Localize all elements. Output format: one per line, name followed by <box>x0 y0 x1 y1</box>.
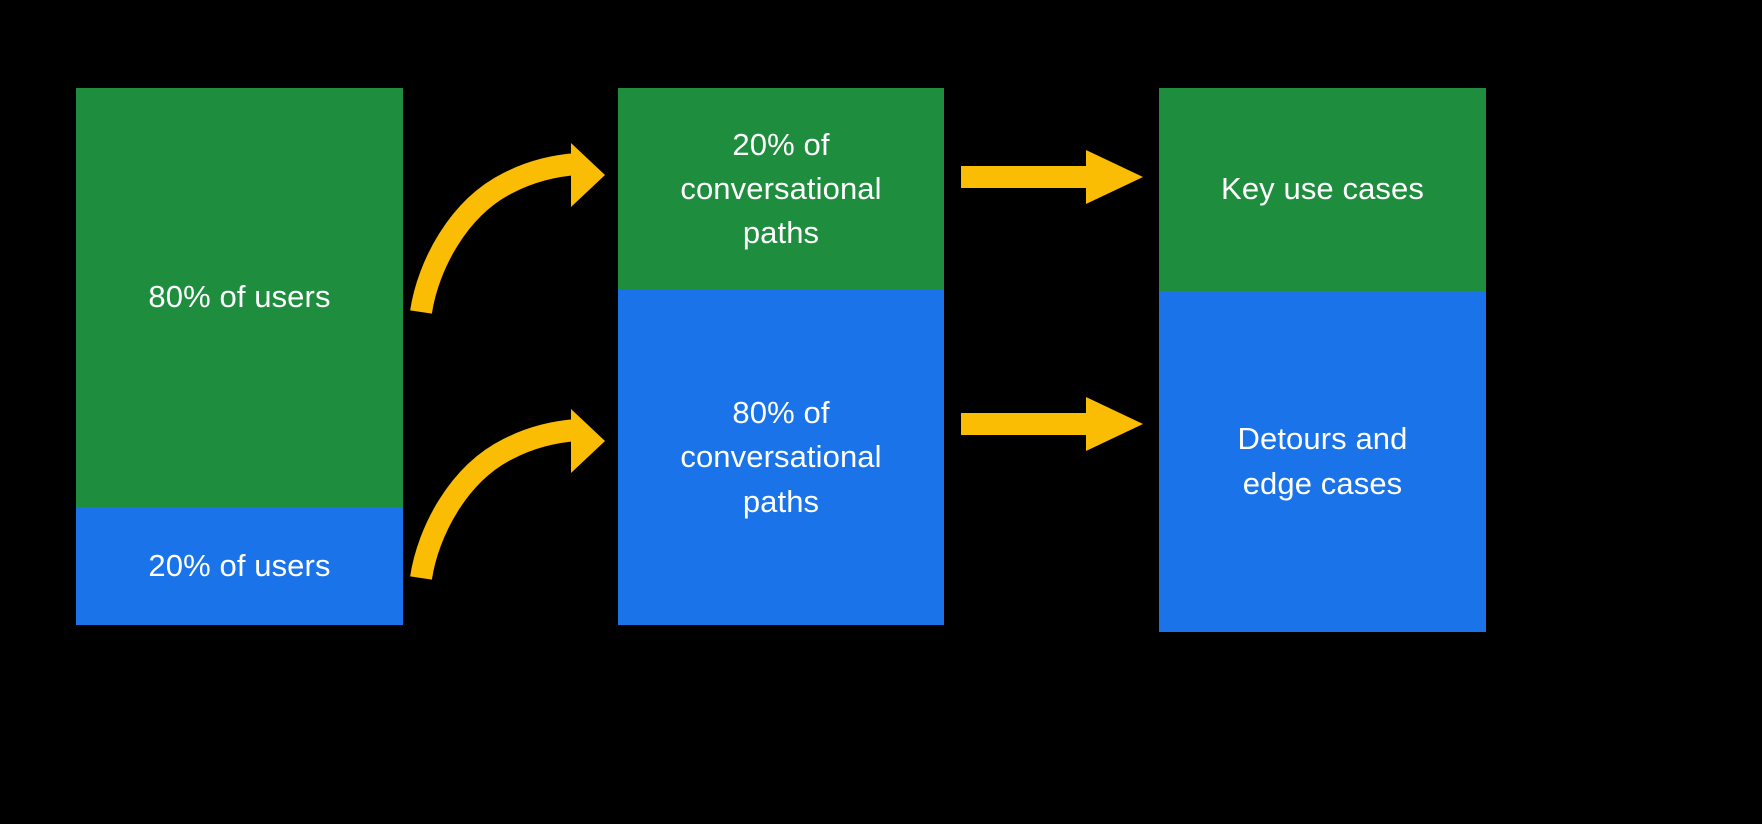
segment-paths-20-green: 20% of conversational paths <box>618 88 944 290</box>
column-conversational-paths: 20% of conversational paths 80% of conve… <box>618 88 944 625</box>
segment-detours-edge-cases-blue: Detours and edge cases <box>1159 291 1486 632</box>
column-use-cases: Key use cases Detours and edge cases <box>1159 88 1486 632</box>
segment-key-use-cases-green: Key use cases <box>1159 88 1486 291</box>
curved-arrow-up-icon <box>410 143 605 314</box>
column-users: 80% of users 20% of users <box>76 88 403 625</box>
segment-paths-80-blue: 80% of conversational paths <box>618 290 944 625</box>
segment-label: Detours and edge cases <box>1237 421 1408 501</box>
segment-label: 80% of users <box>148 279 331 315</box>
segment-label: 80% of conversational paths <box>680 395 882 519</box>
segment-users-80-green: 80% of users <box>76 88 403 507</box>
segment-label: 20% of users <box>148 547 331 583</box>
segment-label: 20% of conversational paths <box>680 126 882 251</box>
straight-arrow-right-bottom-icon <box>961 397 1143 451</box>
segment-label: Key use cases <box>1221 171 1424 207</box>
straight-arrow-right-top-icon <box>961 150 1143 204</box>
segment-users-20-blue: 20% of users <box>76 507 403 625</box>
curved-arrow-down-icon <box>410 409 605 580</box>
